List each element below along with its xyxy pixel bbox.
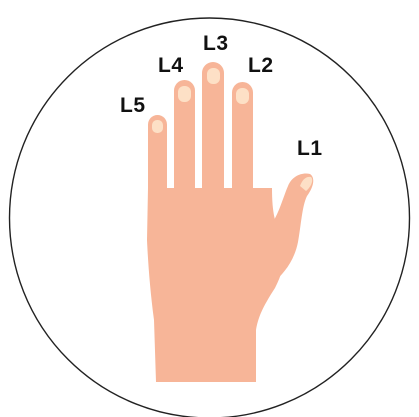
nail-l4 xyxy=(178,86,191,102)
label-l1: L1 xyxy=(297,137,323,160)
label-l5: L5 xyxy=(120,94,146,117)
nail-l2 xyxy=(236,88,249,104)
nail-l5 xyxy=(152,120,163,133)
label-l4: L4 xyxy=(158,54,184,77)
label-l2: L2 xyxy=(248,54,274,77)
finger-l3 xyxy=(202,62,224,220)
finger-gap xyxy=(195,150,201,188)
finger-gap xyxy=(225,150,231,188)
nail-l3 xyxy=(207,68,220,84)
finger-gap xyxy=(167,150,173,188)
label-l3: L3 xyxy=(203,32,229,55)
